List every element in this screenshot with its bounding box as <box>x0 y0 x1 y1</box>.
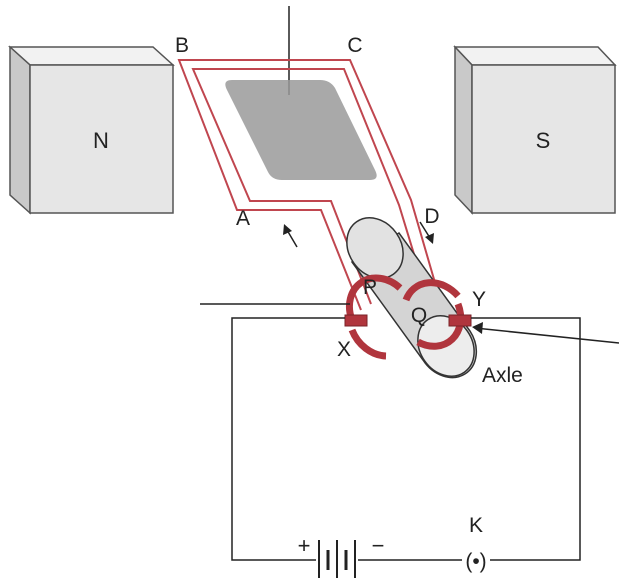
label-p: P <box>363 276 377 299</box>
circuit-right-wire <box>471 317 581 561</box>
key-symbol: (•) <box>465 550 486 573</box>
key-label: K <box>469 514 483 537</box>
coil-inner <box>191 68 429 305</box>
split-ring-q <box>402 279 461 302</box>
magnet-north-face <box>29 64 174 214</box>
label-q: Q <box>411 304 427 327</box>
battery-positive-sign: + <box>298 533 311 558</box>
brush-y <box>448 314 472 327</box>
battery <box>318 540 356 578</box>
label-b: B <box>175 34 189 57</box>
split-rings <box>345 274 465 360</box>
magnet-north-label: N <box>93 128 109 153</box>
magnet-north: N <box>8 45 175 215</box>
split-ring-q-lower <box>416 302 465 350</box>
circuit-wires <box>231 317 581 561</box>
label-y: Y <box>472 288 486 311</box>
magnet-south-face <box>471 64 616 214</box>
magnet-north-side <box>9 45 31 215</box>
battery-negative-sign: − <box>372 533 385 558</box>
coil <box>177 59 441 311</box>
axle-back-end <box>346 217 404 279</box>
current-arrow-a <box>283 224 298 248</box>
label-c: C <box>347 34 362 57</box>
label-a: A <box>236 207 250 230</box>
current-arrow-d <box>419 221 434 244</box>
label-d: D <box>424 205 439 228</box>
magnet-south: S <box>453 45 617 215</box>
magnet-north-top <box>8 46 175 66</box>
label-axle: Axle <box>482 364 523 387</box>
right-lead-wire <box>474 327 619 344</box>
coil-plate <box>225 80 377 180</box>
magnet-south-side <box>454 45 473 215</box>
circuit-left-wire <box>231 317 345 561</box>
split-ring-p-lower <box>348 328 387 360</box>
coil-outer <box>177 59 441 311</box>
magnet-south-top <box>453 46 617 66</box>
label-x: X <box>337 338 351 361</box>
brush-x <box>344 314 368 327</box>
magnet-south-label: S <box>536 128 551 153</box>
right-lead-arrowhead <box>472 322 483 334</box>
split-ring-p <box>345 274 403 322</box>
